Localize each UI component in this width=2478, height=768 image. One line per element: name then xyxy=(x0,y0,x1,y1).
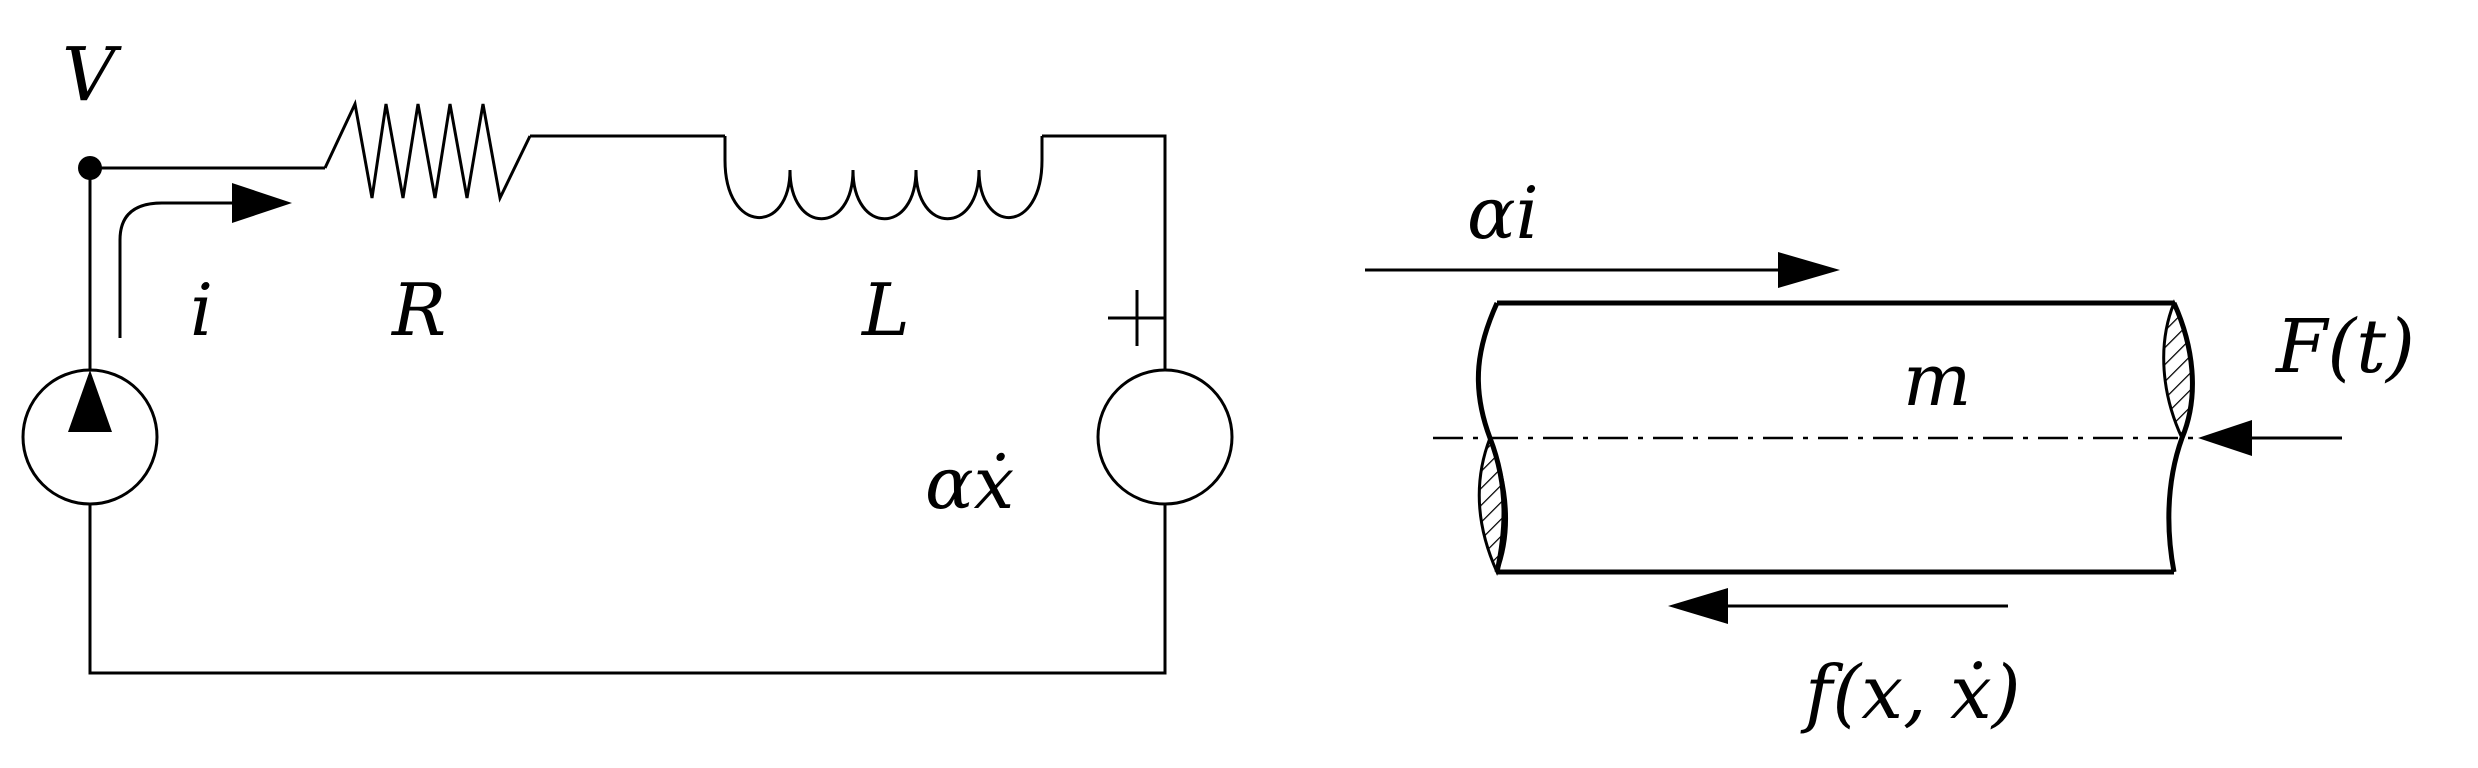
current-source-arrow-icon xyxy=(68,370,112,432)
top-force-label: αi xyxy=(1467,171,1539,255)
shaft-right-section xyxy=(2162,299,2194,442)
top-force-arrowhead-icon xyxy=(1778,252,1840,288)
current-arrow xyxy=(118,201,240,338)
wire-right-down xyxy=(88,504,1167,675)
shaft-left-section xyxy=(1477,433,1509,576)
current-arrowhead-icon xyxy=(232,183,292,223)
wire-top-right xyxy=(1042,134,1167,370)
inductor-label: L xyxy=(860,268,910,352)
node-label: V xyxy=(62,32,122,118)
right-force-label: F(t) xyxy=(2274,304,2415,390)
friction-label: f(x, ẋ) xyxy=(1800,650,2021,736)
friction-arrowhead-icon xyxy=(1668,588,1728,624)
right-force-arrowhead-icon xyxy=(2198,420,2252,456)
resistor-label: R xyxy=(390,268,446,352)
plus-sign-icon xyxy=(1108,290,1165,346)
resistor xyxy=(323,99,532,203)
mass-label: m xyxy=(1903,338,1971,422)
circuit-diagram: V i R L αẋ xyxy=(21,32,1234,675)
current-label: i xyxy=(190,268,213,352)
source-label: αẋ xyxy=(925,441,1014,525)
inductor xyxy=(723,136,1044,221)
mechanics-diagram: αi m F(t) f(x, ẋ) xyxy=(1365,171,2415,736)
voltage-source xyxy=(1096,368,1234,506)
